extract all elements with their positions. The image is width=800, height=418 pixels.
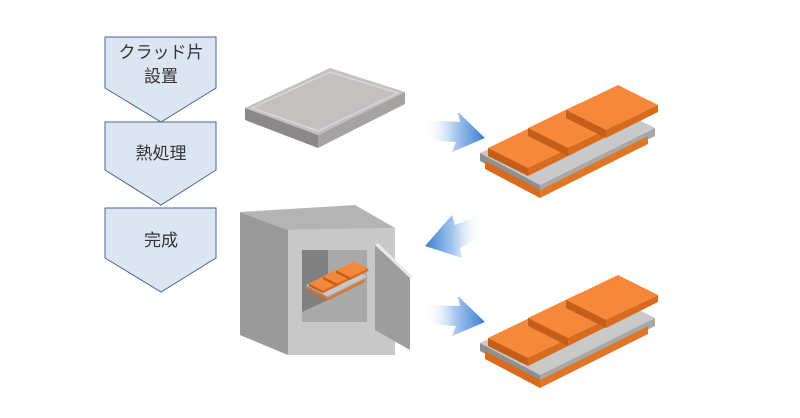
clad-plate-finished-illustration bbox=[480, 275, 658, 388]
arrow-right-icon bbox=[425, 296, 485, 336]
step-heat-treatment: 熱処理 bbox=[104, 121, 217, 206]
step-complete: 完成 bbox=[104, 207, 217, 293]
step-label: 熱処理 bbox=[136, 144, 187, 164]
arrow-right-icon bbox=[425, 112, 485, 152]
step-label: 設置 bbox=[144, 67, 178, 87]
arrow-left-icon bbox=[425, 215, 482, 258]
furnace-illustration bbox=[240, 205, 412, 355]
step-cladding-setup: クラッド片 設置 bbox=[104, 36, 217, 123]
clad-plate-illustration bbox=[480, 85, 658, 198]
base-tray-illustration bbox=[245, 68, 405, 148]
step-label: 完成 bbox=[144, 231, 178, 251]
step-label: クラッド片 bbox=[119, 43, 204, 63]
